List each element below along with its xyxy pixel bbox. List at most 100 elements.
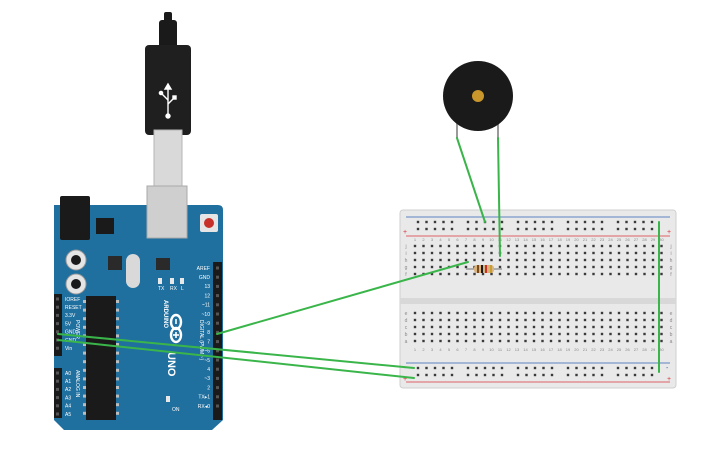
rail-hole[interactable]	[533, 373, 537, 377]
rail-hole[interactable]	[500, 220, 504, 224]
breadboard-hole[interactable]	[439, 339, 442, 343]
breadboard-hole[interactable]	[413, 251, 417, 255]
breadboard-hole[interactable]	[566, 272, 570, 276]
rail-hole[interactable]	[433, 227, 437, 231]
rail-hole[interactable]	[600, 373, 604, 377]
breadboard-hole[interactable]	[473, 339, 476, 343]
rail-hole[interactable]	[492, 220, 495, 224]
breadboard-hole[interactable]	[498, 265, 502, 269]
breadboard-hole[interactable]	[422, 339, 425, 343]
header-pin-hole[interactable]	[56, 346, 59, 350]
breadboard-hole[interactable]	[541, 258, 544, 262]
breadboard-hole[interactable]	[592, 251, 595, 255]
breadboard-hole[interactable]	[600, 325, 604, 329]
rail-hole[interactable]	[492, 366, 495, 370]
breadboard-hole[interactable]	[617, 272, 621, 276]
breadboard-hole[interactable]	[651, 244, 655, 248]
breadboard-hole[interactable]	[583, 311, 587, 315]
breadboard-hole[interactable]	[541, 318, 544, 322]
breadboard-hole[interactable]	[592, 258, 595, 262]
header-pin-hole[interactable]	[56, 404, 59, 408]
breadboard-hole[interactable]	[456, 332, 459, 336]
breadboard-hole[interactable]	[660, 332, 663, 336]
breadboard-hole[interactable]	[473, 325, 476, 329]
breadboard-hole[interactable]	[566, 251, 570, 255]
breadboard-hole[interactable]	[507, 318, 510, 322]
breadboard-hole[interactable]	[660, 265, 663, 269]
header-pin-hole[interactable]	[56, 322, 59, 326]
breadboard-hole[interactable]	[464, 272, 468, 276]
breadboard-hole[interactable]	[507, 251, 510, 255]
breadboard-hole[interactable]	[507, 244, 510, 248]
breadboard-hole[interactable]	[507, 311, 510, 315]
breadboard-hole[interactable]	[541, 251, 544, 255]
breadboard-hole[interactable]	[575, 265, 578, 269]
breadboard-hole[interactable]	[609, 318, 612, 322]
breadboard-hole[interactable]	[490, 332, 493, 336]
breadboard-hole[interactable]	[439, 272, 442, 276]
breadboard-hole[interactable]	[643, 272, 646, 276]
breadboard-hole[interactable]	[592, 318, 595, 322]
breadboard-hole[interactable]	[524, 318, 527, 322]
rail-hole[interactable]	[450, 227, 454, 231]
rail-hole[interactable]	[592, 220, 595, 224]
breadboard-hole[interactable]	[660, 311, 663, 315]
rail-hole[interactable]	[483, 366, 487, 370]
breadboard-hole[interactable]	[626, 339, 629, 343]
breadboard-hole[interactable]	[430, 251, 434, 255]
rail-hole[interactable]	[416, 227, 420, 231]
breadboard-hole[interactable]	[609, 251, 612, 255]
breadboard-hole[interactable]	[643, 332, 646, 336]
breadboard-hole[interactable]	[626, 332, 629, 336]
usb-cable[interactable]	[145, 12, 191, 191]
breadboard-hole[interactable]	[549, 332, 553, 336]
breadboard-hole[interactable]	[660, 244, 663, 248]
breadboard-hole[interactable]	[430, 272, 434, 276]
breadboard-hole[interactable]	[583, 332, 587, 336]
breadboard-hole[interactable]	[464, 265, 468, 269]
rail-hole[interactable]	[616, 220, 620, 224]
breadboard-hole[interactable]	[541, 244, 544, 248]
breadboard-hole[interactable]	[626, 325, 629, 329]
breadboard-hole[interactable]	[524, 339, 527, 343]
breadboard-hole[interactable]	[583, 272, 587, 276]
rail-hole[interactable]	[425, 366, 428, 370]
breadboard-hole[interactable]	[558, 265, 561, 269]
rail-hole[interactable]	[475, 366, 478, 370]
rail-hole[interactable]	[492, 373, 495, 377]
rail-hole[interactable]	[433, 373, 437, 377]
header-pin-hole[interactable]	[216, 312, 219, 316]
rail-hole[interactable]	[475, 227, 478, 231]
rail-hole[interactable]	[466, 227, 470, 231]
breadboard-hole[interactable]	[447, 318, 451, 322]
breadboard-hole[interactable]	[617, 258, 621, 262]
breadboard-hole[interactable]	[600, 265, 604, 269]
breadboard-hole[interactable]	[464, 258, 468, 262]
breadboard-hole[interactable]	[481, 318, 485, 322]
breadboard-hole[interactable]	[566, 325, 570, 329]
breadboard-hole[interactable]	[549, 251, 553, 255]
rail-hole[interactable]	[592, 366, 595, 370]
breadboard-hole[interactable]	[490, 339, 493, 343]
breadboard-hole[interactable]	[498, 272, 502, 276]
breadboard-hole[interactable]	[422, 244, 425, 248]
header-pin-hole[interactable]	[216, 284, 219, 288]
rail-hole[interactable]	[633, 227, 637, 231]
breadboard-hole[interactable]	[541, 325, 544, 329]
breadboard-hole[interactable]	[481, 251, 485, 255]
breadboard-hole[interactable]	[626, 244, 629, 248]
wire-buzzer-to-row[interactable]	[497, 137, 501, 257]
breadboard-hole[interactable]	[575, 244, 578, 248]
breadboard-hole[interactable]	[660, 318, 663, 322]
breadboard-hole[interactable]	[541, 339, 544, 343]
rail-hole[interactable]	[466, 220, 470, 224]
breadboard-hole[interactable]	[626, 318, 629, 322]
breadboard-hole[interactable]	[430, 339, 434, 343]
header-pin-hole[interactable]	[56, 313, 59, 317]
rail-hole[interactable]	[500, 227, 504, 231]
breadboard-hole[interactable]	[660, 251, 663, 255]
breadboard-hole[interactable]	[515, 258, 519, 262]
breadboard-hole[interactable]	[456, 272, 459, 276]
breadboard-hole[interactable]	[532, 265, 536, 269]
breadboard-hole[interactable]	[583, 318, 587, 322]
